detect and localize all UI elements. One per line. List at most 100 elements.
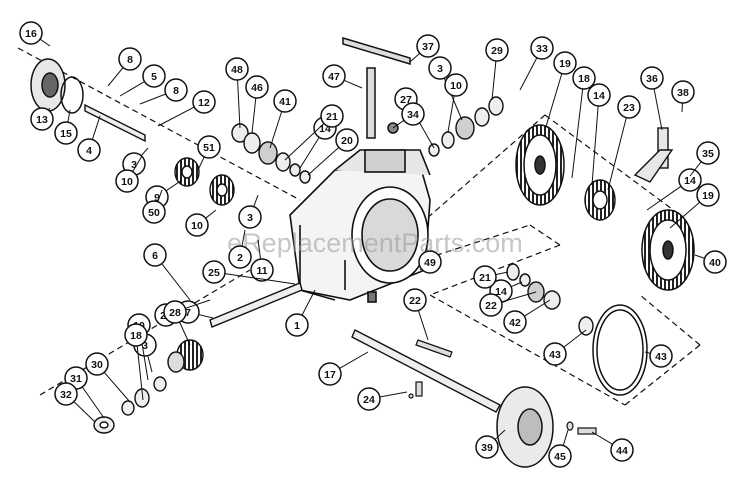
callout-leader-47 <box>344 80 362 88</box>
callout-leader-21 <box>285 124 324 160</box>
gear-6 <box>210 175 234 205</box>
callout-label-50: 50 <box>148 207 160 219</box>
callout-leader-8 <box>108 68 123 86</box>
callout-label-12: 12 <box>198 97 210 109</box>
callout-leader-16 <box>40 39 50 46</box>
callout-label-1: 1 <box>294 320 300 332</box>
callout-label-46: 46 <box>251 82 263 94</box>
callout-label-40: 40 <box>709 257 721 269</box>
callout-leader-30 <box>104 372 130 402</box>
callout-label-47: 47 <box>328 71 340 83</box>
hub-flange-41 <box>497 387 553 467</box>
callout-leader-43 <box>564 330 586 347</box>
callout-label-24: 24 <box>363 394 375 406</box>
shift-fork-38 <box>635 128 672 182</box>
callout-label-21: 21 <box>326 111 338 123</box>
callout-label-19: 19 <box>702 190 714 202</box>
callout-leader-40 <box>695 255 705 258</box>
callout-label-22: 22 <box>409 295 421 307</box>
washer-train-upper-right <box>429 97 503 156</box>
callout-label-28: 28 <box>169 307 181 319</box>
callout-label-43: 43 <box>655 351 667 363</box>
callout-label-34: 34 <box>407 109 419 121</box>
callout-leader-14 <box>647 186 681 210</box>
washer-train-lower-left <box>94 377 166 433</box>
callout-label-30: 30 <box>91 359 103 371</box>
callout-label-29: 29 <box>491 45 503 57</box>
callout-leader-37 <box>410 53 420 62</box>
callout-label-25: 25 <box>208 267 220 279</box>
callout-label-49: 49 <box>424 257 436 269</box>
callout-leader-32 <box>74 402 95 422</box>
callout-label-14: 14 <box>684 175 696 187</box>
callout-leader-10 <box>448 96 454 132</box>
callout-leader-36 <box>654 89 662 130</box>
callout-label-48: 48 <box>231 64 243 76</box>
callout-leader-3 <box>148 356 152 372</box>
callout-label-11: 11 <box>256 265 267 277</box>
callout-label-32: 32 <box>60 389 72 401</box>
callout-label-43: 43 <box>549 349 561 361</box>
callout-leader-21 <box>496 272 508 275</box>
callout-leader-14 <box>511 282 522 287</box>
callout-label-22: 22 <box>485 300 497 312</box>
callout-label-45: 45 <box>554 451 566 463</box>
callout-label-41: 41 <box>279 96 291 108</box>
callout-label-51: 51 <box>203 142 215 154</box>
watermark-text: eReplacementParts.com <box>227 228 523 258</box>
callout-leader-5 <box>120 82 145 96</box>
washer-train-upper-middle <box>232 124 310 183</box>
callout-leader-41 <box>270 111 282 148</box>
gear-42 <box>642 210 694 290</box>
callout-label-4: 4 <box>86 145 92 157</box>
callout-leader-51 <box>198 157 204 170</box>
callout-label-2: 2 <box>237 252 243 264</box>
callout-label-13: 13 <box>36 114 48 126</box>
callout-label-6: 6 <box>152 250 158 262</box>
callout-label-3: 3 <box>247 212 253 224</box>
key-23 <box>416 340 452 357</box>
pin-26 <box>409 382 422 398</box>
callout-leader-48 <box>238 80 240 128</box>
callout-leader-18 <box>572 89 583 178</box>
callout-label-14: 14 <box>593 90 605 102</box>
callout-label-38: 38 <box>677 87 689 99</box>
callout-leader-17 <box>340 352 368 368</box>
callout-label-36: 36 <box>646 73 658 85</box>
callout-leader-4 <box>92 116 100 140</box>
callout-leader-9 <box>166 180 182 191</box>
callout-label-33: 33 <box>536 43 548 55</box>
callout-label-5: 5 <box>151 71 157 83</box>
cover-plate-13 <box>31 59 83 113</box>
gear-24 <box>585 180 615 220</box>
callout-label-10: 10 <box>121 176 133 188</box>
callout-leader-7 <box>199 315 213 318</box>
callout-label-15: 15 <box>60 128 72 140</box>
callout-label-8: 8 <box>127 54 133 66</box>
gasket-45 <box>593 305 647 395</box>
gear-cluster-30 <box>168 340 203 372</box>
callout-label-3: 3 <box>437 63 443 75</box>
callout-leader-22 <box>418 310 428 340</box>
callout-label-10: 10 <box>191 220 203 232</box>
callout-label-10: 10 <box>450 80 462 92</box>
callout-label-31: 31 <box>70 373 82 385</box>
callout-leader-24 <box>380 392 407 397</box>
callout-label-42: 42 <box>509 317 521 329</box>
callout-leader-1 <box>302 290 315 315</box>
callout-label-16: 16 <box>25 28 37 40</box>
gear-20 <box>516 125 564 205</box>
callout-leader-29 <box>492 61 496 100</box>
callout-leader-12 <box>158 107 194 126</box>
bolt-46 <box>567 422 596 434</box>
callout-label-20: 20 <box>341 135 353 147</box>
callout-label-39: 39 <box>481 442 493 454</box>
callout-leader-14 <box>300 137 319 168</box>
callout-label-44: 44 <box>616 445 628 457</box>
callout-leader-3 <box>254 195 258 207</box>
callout-label-18: 18 <box>130 330 142 342</box>
callout-leader-45 <box>563 430 568 445</box>
callout-label-35: 35 <box>702 148 714 160</box>
